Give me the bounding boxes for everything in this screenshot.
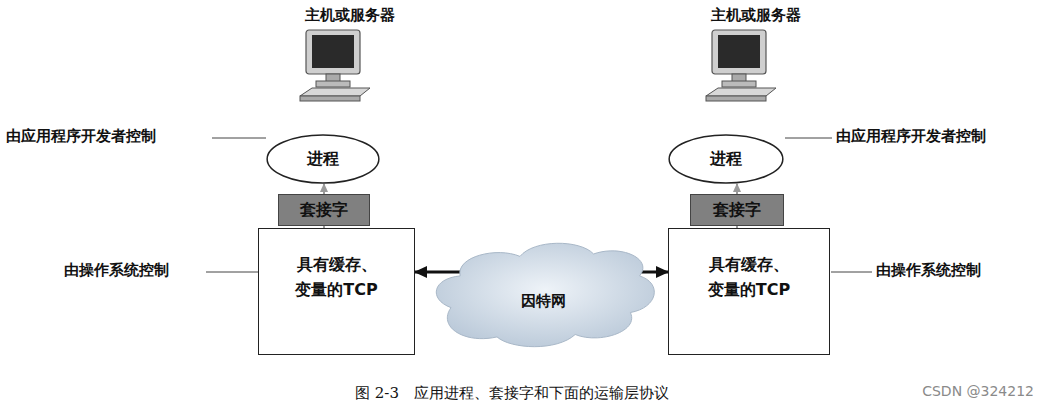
tcp-box: 具有缓存、变量的TCP [258, 228, 415, 355]
node-label: 套接字 [713, 198, 761, 222]
process-ellipse: 进程 [668, 134, 784, 184]
leader-line [206, 272, 258, 273]
tcp-box: 具有缓存、变量的TCP [668, 228, 830, 355]
node-label: 具有缓存、变量的TCP [704, 253, 794, 303]
watermark: CSDN @324212 [922, 383, 1034, 399]
process-ellipse: 进程 [266, 134, 380, 184]
node-label: 具有缓存、变量的TCP [292, 253, 382, 303]
computer-icon [300, 30, 370, 101]
flow-arrow [323, 184, 325, 194]
node-label: 套接字 [300, 198, 348, 222]
control-note: 由应用程序开发者控制 [6, 127, 156, 146]
internet-cloud: 因特网 [428, 232, 658, 354]
socket-box: 套接字 [278, 194, 370, 226]
node-label: 进程 [307, 147, 339, 171]
computer-icon [706, 30, 776, 101]
flow-arrow [736, 184, 738, 194]
leader-line [212, 138, 266, 139]
control-note: 由操作系统控制 [876, 261, 981, 280]
leader-line [785, 138, 832, 139]
host-label: 主机或服务器 [305, 6, 395, 25]
node-label: 进程 [710, 147, 742, 171]
host-label: 主机或服务器 [711, 6, 801, 25]
cloud-label: 因特网 [428, 290, 658, 313]
control-note: 由操作系统控制 [64, 261, 169, 280]
control-note: 由应用程序开发者控制 [836, 127, 986, 146]
figure-caption: 图 2-3 应用进程、套接字和下面的运输层协议 [355, 384, 669, 403]
socket-box: 套接字 [690, 194, 784, 226]
leader-line [831, 272, 872, 273]
